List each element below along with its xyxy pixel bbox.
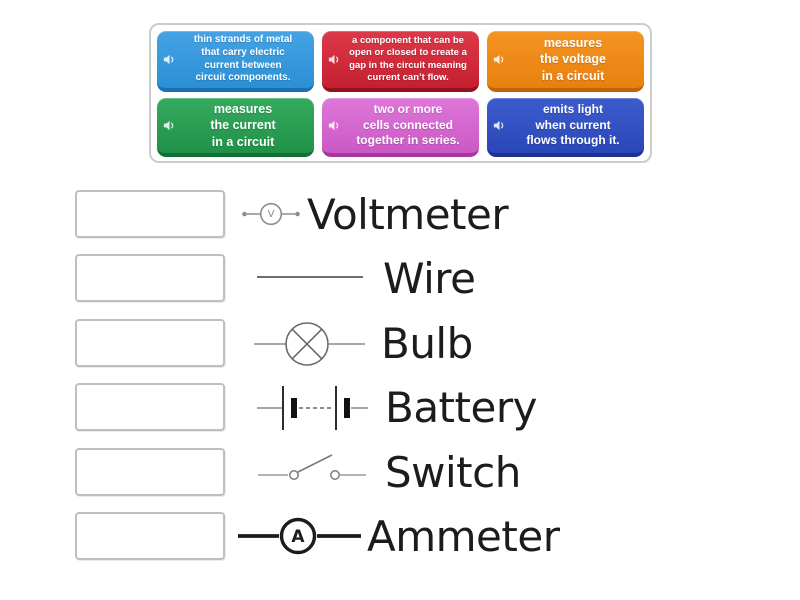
bulb-symbol-icon (254, 322, 365, 366)
answer-drop-zone[interactable] (75, 512, 225, 560)
definition-tile-switch[interactable]: a component that can be open or closed t… (322, 31, 479, 93)
speaker-icon[interactable] (162, 118, 177, 133)
wire-symbol-icon (257, 276, 363, 278)
definition-text: a component that can be open or closed t… (349, 34, 467, 83)
match-row-ammeter: A Ammeter (0, 512, 800, 561)
match-row-switch: Switch (0, 448, 800, 497)
match-label-bulb: Bulb (381, 319, 473, 368)
match-label-switch: Switch (385, 448, 521, 497)
definition-tile-battery[interactable]: two or more cells connected together in … (322, 98, 479, 157)
definition-tile-bulb[interactable]: emits light when current flows through i… (487, 98, 644, 157)
speaker-icon[interactable] (492, 52, 507, 67)
definition-tile-ammeter[interactable]: measures the current in a circuit (157, 98, 314, 157)
answer-drop-zone[interactable] (75, 254, 225, 302)
switch-symbol-icon (258, 454, 366, 480)
ammeter-symbol-icon: A (238, 517, 361, 555)
svg-text:V: V (268, 209, 275, 220)
definition-tile-voltmeter[interactable]: measures the voltage in a circuit (487, 31, 644, 93)
answer-drop-zone[interactable] (75, 448, 225, 496)
word-bank-panel: thin strands of metal that carry electri… (149, 23, 652, 163)
answer-drop-zone[interactable] (75, 383, 225, 431)
definition-text: two or more cells connected together in … (356, 102, 460, 148)
definition-text: thin strands of metal that carry electri… (193, 34, 293, 84)
voltmeter-symbol-icon: V (242, 202, 300, 226)
definition-text: emits light when current flows through i… (526, 102, 620, 148)
battery-symbol-icon (257, 386, 368, 430)
speaker-icon[interactable] (162, 52, 177, 67)
answer-drop-zone[interactable] (75, 319, 225, 367)
definition-tile-wire[interactable]: thin strands of metal that carry electri… (157, 31, 314, 93)
match-label-ammeter: Ammeter (367, 512, 560, 561)
match-row-bulb: Bulb (0, 319, 800, 368)
speaker-icon[interactable] (327, 118, 342, 133)
match-label-battery: Battery (385, 383, 537, 432)
svg-text:A: A (291, 527, 305, 547)
speaker-icon[interactable] (492, 118, 507, 133)
definition-text: measures the voltage in a circuit (540, 36, 606, 83)
match-label-voltmeter: Voltmeter (307, 190, 509, 239)
match-row-battery: Battery (0, 383, 800, 432)
answer-drop-zone[interactable] (75, 190, 225, 238)
speaker-icon[interactable] (327, 52, 342, 67)
match-row-wire: Wire (0, 254, 800, 303)
match-row-voltmeter: V Voltmeter (0, 190, 800, 239)
match-label-wire: Wire (383, 254, 476, 303)
definition-text: measures the current in a circuit (210, 102, 276, 149)
